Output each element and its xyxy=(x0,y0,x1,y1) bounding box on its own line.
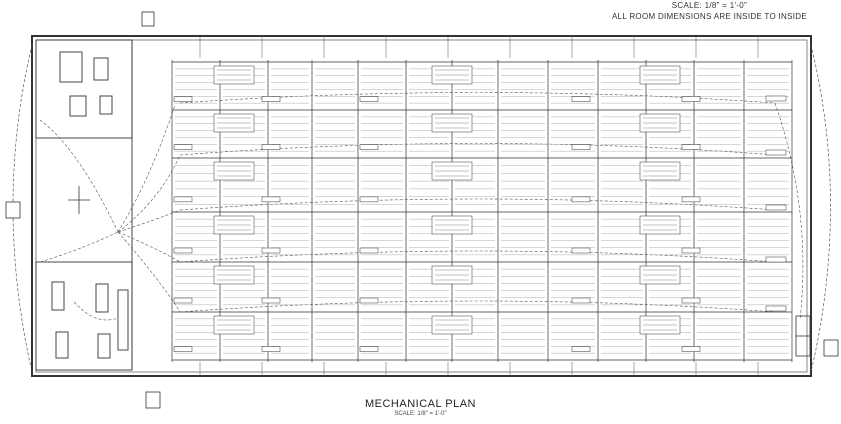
diffuser-tag xyxy=(681,96,701,102)
diffuser-tag xyxy=(681,144,701,150)
diffuser-tag xyxy=(571,144,591,150)
diffuser-tag xyxy=(681,247,701,254)
scale-note-block: SCALE: 1/8" = 1'-0" ALL ROOM DIMENSIONS … xyxy=(612,0,807,22)
dashed-branch-runs xyxy=(39,92,804,321)
diffuser-tag xyxy=(173,96,193,102)
exterior-door-boxes xyxy=(5,11,839,409)
dimensions-note: ALL ROOM DIMENSIONS ARE INSIDE TO INSIDE xyxy=(611,12,807,21)
scale-note: SCALE: 1/8" = 1'-0" xyxy=(671,1,748,10)
building-outline xyxy=(31,35,812,377)
diffuser-tag xyxy=(359,96,379,102)
right-column-tags xyxy=(765,95,787,312)
diffuser-tag xyxy=(359,247,379,254)
diffuser-tag xyxy=(571,346,591,352)
diffuser-tag xyxy=(173,144,193,150)
office-fixture xyxy=(68,186,90,214)
left-service-rooms xyxy=(35,39,133,371)
diffuser-tag xyxy=(571,196,591,203)
diffuser-tag xyxy=(681,346,701,352)
unit-grid xyxy=(171,36,793,376)
diffuser-tag xyxy=(261,144,281,150)
diffuser-tag xyxy=(261,96,281,102)
diffuser-tag xyxy=(571,297,591,304)
diffuser-tag xyxy=(173,297,193,304)
plan-title: MECHANICAL PLAN xyxy=(364,398,476,410)
diffuser-tag xyxy=(359,196,379,203)
diffuser-tag xyxy=(359,346,379,352)
diffuser-tag xyxy=(681,297,701,304)
right-wall-unit xyxy=(795,315,811,357)
diffuser-tag xyxy=(173,346,193,352)
diffuser-tag xyxy=(681,196,701,203)
diffuser-tag xyxy=(261,297,281,304)
diffuser-tag xyxy=(571,96,591,102)
diffuser-tag xyxy=(571,247,591,254)
diffuser-tag xyxy=(261,196,281,203)
plan-title-block: MECHANICAL PLAN SCALE: 1/8" = 1'-0" xyxy=(0,398,841,417)
diffuser-tag xyxy=(359,144,379,150)
plan-scale: SCALE: 1/8" = 1'-0" xyxy=(394,411,447,417)
diffuser-tag xyxy=(173,196,193,203)
swing-arcs xyxy=(12,44,831,373)
diffuser-tag xyxy=(359,297,379,304)
diffuser-tag xyxy=(261,346,281,352)
diffuser-tag xyxy=(261,247,281,254)
diffuser-tag xyxy=(173,247,193,254)
